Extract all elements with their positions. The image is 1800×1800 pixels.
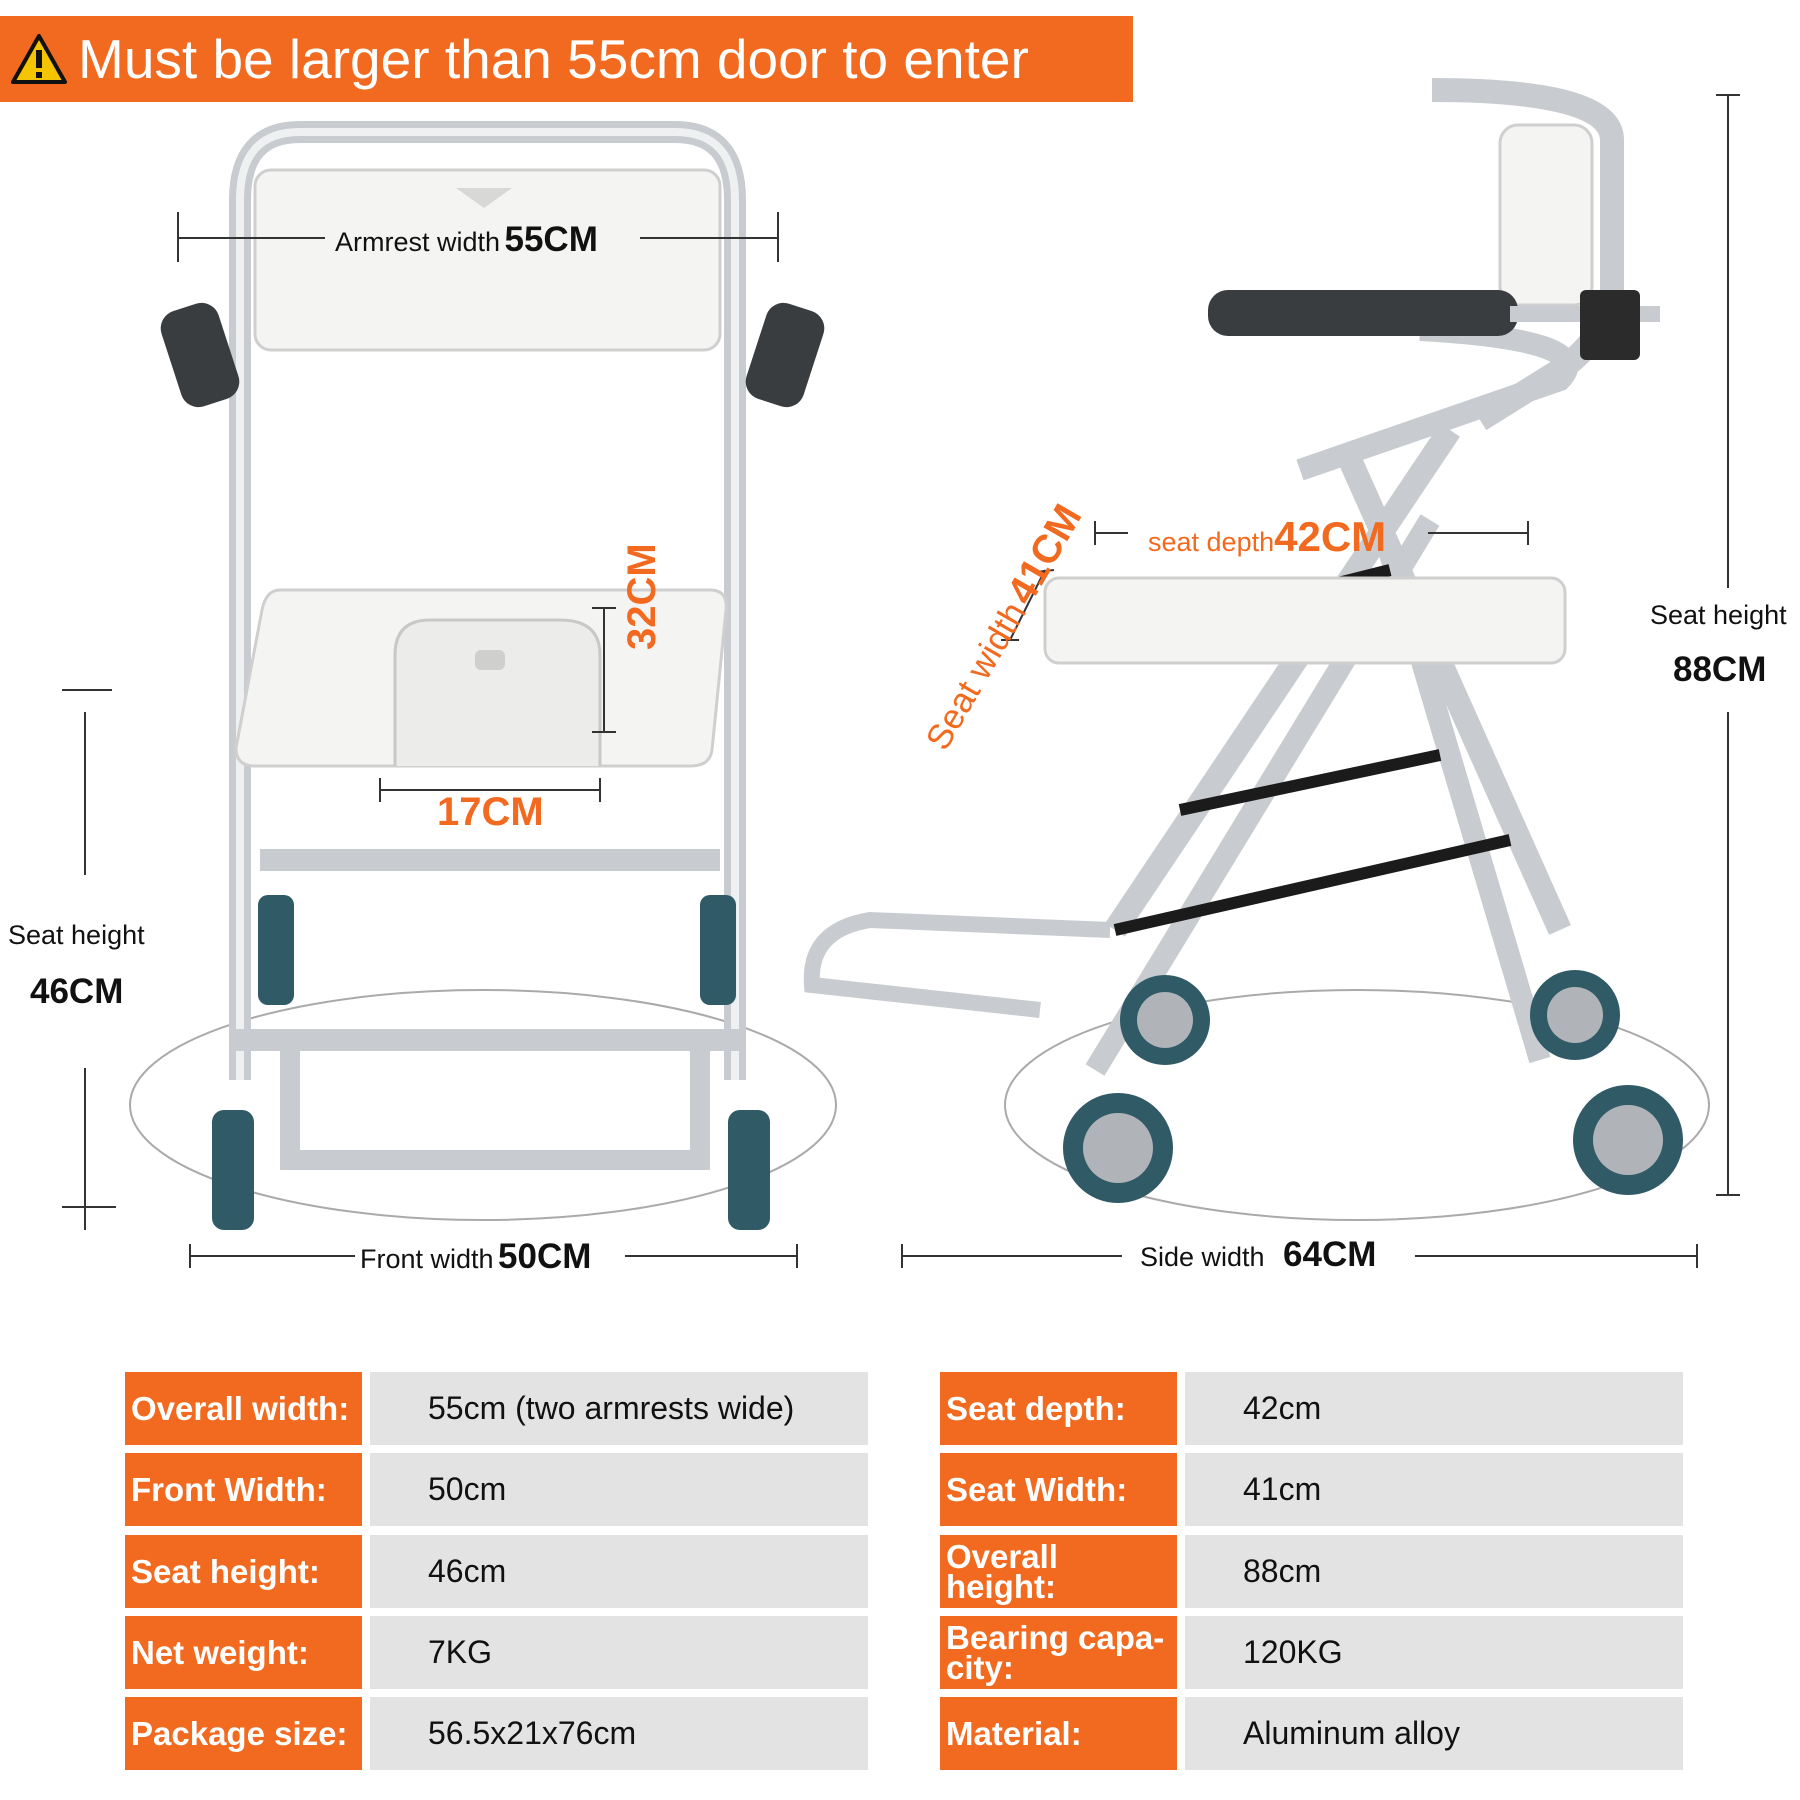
cutout-height-label: 32CM	[620, 543, 664, 650]
spec-key: Overall height:	[940, 1535, 1177, 1608]
warning-banner: Must be larger than 55cm door to enter	[0, 16, 1133, 102]
spec-key: Net weight:	[125, 1616, 362, 1689]
seat-height-value: 46CM	[30, 972, 124, 1011]
spec-key: Bearing capa- city:	[940, 1616, 1177, 1689]
spec-value: 7KG	[370, 1616, 868, 1689]
spec-value: 41cm	[1185, 1453, 1683, 1526]
spec-value: 50cm	[370, 1453, 868, 1526]
armrest-width-label: Armrest width 55CM	[335, 220, 598, 259]
side-view-chair	[803, 78, 1710, 1221]
spec-key: Material:	[940, 1697, 1177, 1770]
warning-triangle-icon	[11, 34, 67, 84]
seat-depth-label: seat depth42CM	[1148, 513, 1387, 560]
overall-height-value: 88CM	[1673, 650, 1767, 689]
spec-value: 120KG	[1185, 1616, 1683, 1689]
spec-value: 56.5x21x76cm	[370, 1697, 868, 1770]
spec-value: 46cm	[370, 1535, 868, 1608]
spec-key: Seat height:	[125, 1535, 362, 1608]
spec-value: Aluminum alloy	[1185, 1697, 1683, 1770]
side-dimension-lines	[901, 94, 1740, 1268]
overall-height-label: Seat height	[1650, 600, 1787, 630]
front-view-chair	[129, 121, 837, 1230]
side-width-label: Side width 64CM	[1140, 1235, 1377, 1274]
spec-key: Package size:	[125, 1697, 362, 1770]
front-dimension-lines	[62, 212, 798, 1268]
banner-text: Must be larger than 55cm door to enter	[78, 28, 1029, 90]
spec-key: Seat Width:	[940, 1453, 1177, 1526]
spec-key: Front Width:	[125, 1453, 362, 1526]
front-width-label: Front width 50CM	[360, 1237, 592, 1276]
spec-value: 55cm (two armrests wide)	[370, 1372, 868, 1445]
cutout-width-label: 17CM	[437, 790, 544, 834]
spec-key: Seat depth:	[940, 1372, 1177, 1445]
spec-value: 42cm	[1185, 1372, 1683, 1445]
spec-key: Overall width:	[125, 1372, 362, 1445]
product-illustration	[62, 78, 1740, 1268]
spec-value: 88cm	[1185, 1535, 1683, 1608]
seat-height-label: Seat height	[8, 920, 145, 950]
